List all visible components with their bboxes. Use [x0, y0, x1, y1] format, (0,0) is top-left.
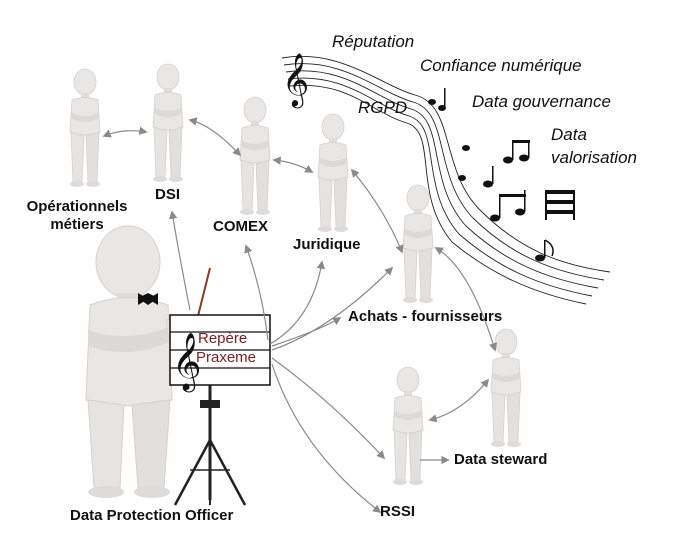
figure-operationnels: [69, 68, 101, 188]
label-operationnels: Opérationnels métiers: [12, 198, 142, 234]
theme-valorisation-line2: valorisation: [551, 148, 637, 167]
stand-text-repere: Repère: [198, 330, 248, 347]
treble-clef-icon: 𝄞: [282, 52, 309, 108]
label-operationnels-line2: métiers: [50, 216, 104, 233]
theme-confiance: Confiance numérique: [420, 56, 582, 75]
label-dsi: DSI: [155, 186, 181, 203]
treble-clef-icon: 𝄞: [172, 332, 202, 393]
label-juridique: Juridique: [293, 236, 361, 253]
stand-text-praxeme: Praxeme: [196, 349, 257, 366]
figure-juridique: [317, 113, 349, 233]
label-comex: COMEX: [213, 218, 269, 235]
label-rssi: RSSI: [380, 503, 416, 520]
figure-rssi: [392, 366, 424, 486]
figure-data-steward: [490, 328, 522, 448]
figure-achats: [402, 184, 434, 304]
theme-reputation: Réputation: [332, 32, 415, 51]
label-achats: Achats - fournisseurs: [348, 308, 503, 325]
label-data-steward: Data steward: [454, 451, 548, 468]
figure-dpo: [85, 225, 211, 498]
figure-dsi: [152, 63, 184, 183]
theme-gouvernance: Data gouvernance: [472, 92, 611, 111]
connection-arrows: [102, 117, 498, 514]
label-dpo: Data Protection Officer: [70, 507, 234, 524]
theme-rgpd: RGPD: [358, 98, 408, 117]
music-stand: 𝄞: [169, 314, 271, 506]
figure-comex: [239, 96, 271, 216]
music-staff-ribbon: 𝄞: [281, 52, 611, 305]
theme-valorisation-line1: Data: [551, 125, 587, 144]
label-operationnels-line1: Opérationnels: [26, 198, 128, 215]
